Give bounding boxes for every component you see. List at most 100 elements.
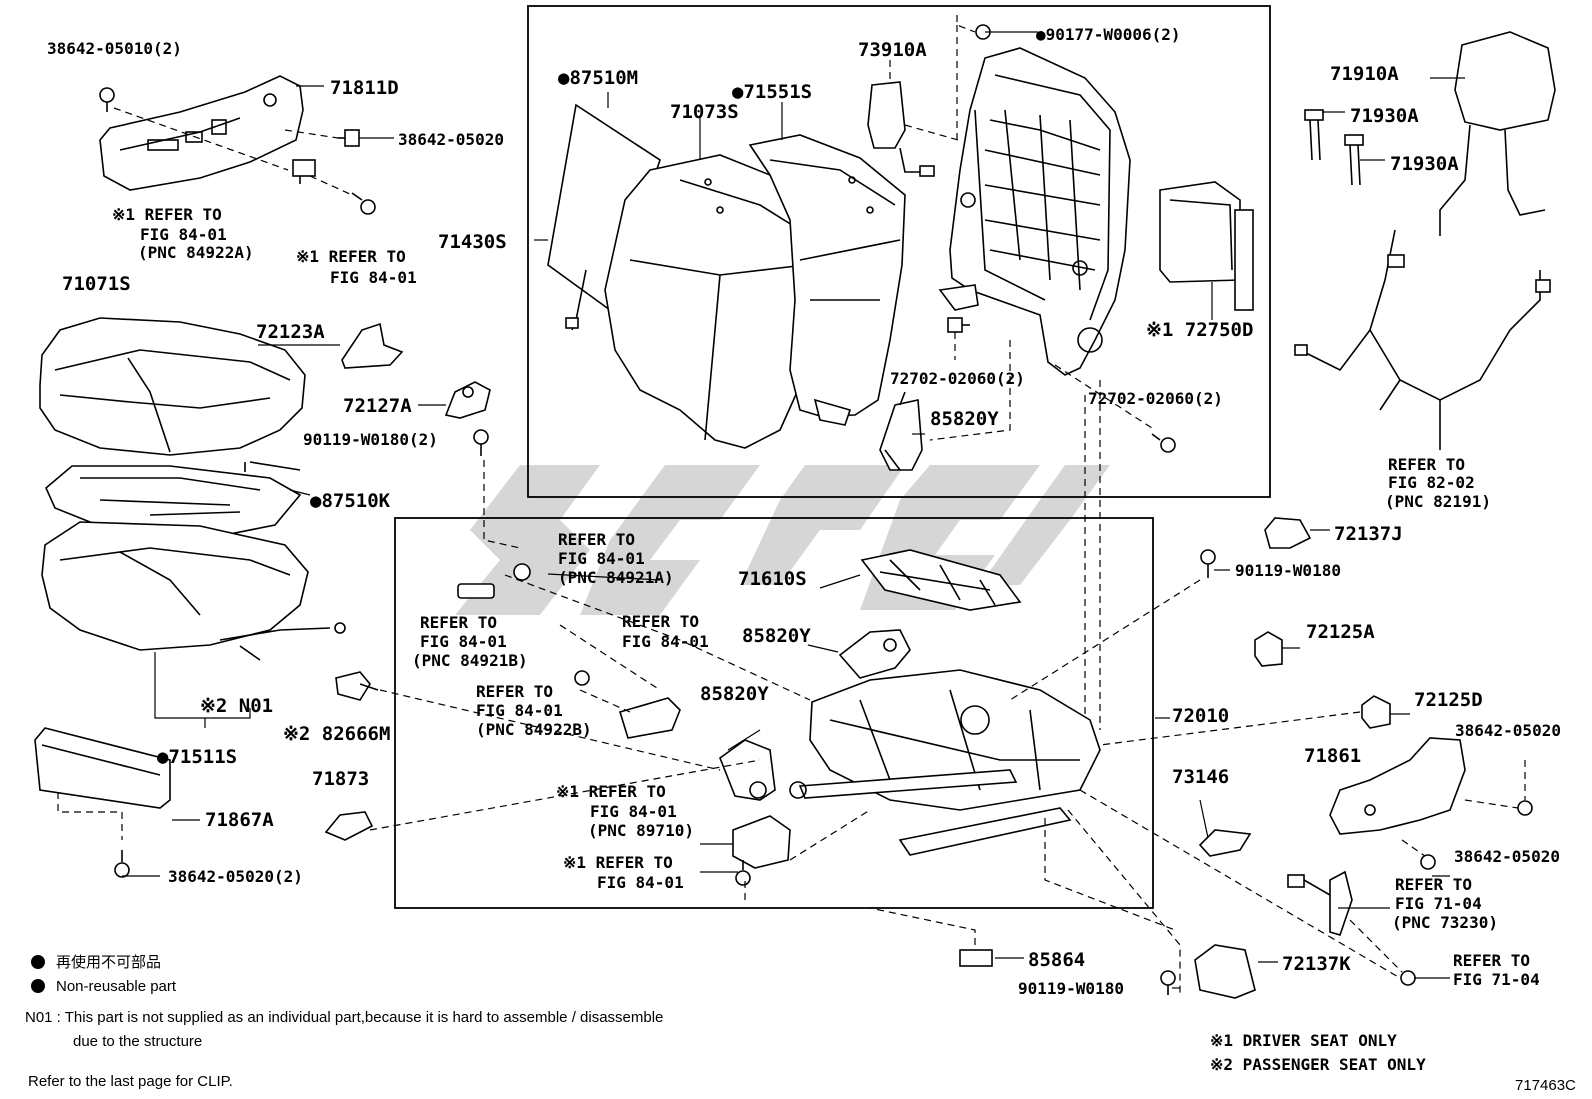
label-85820Y-a: 85820Y [930, 408, 999, 430]
label-ref-82-02-2: FIG 82-02 [1388, 473, 1475, 492]
switch-84921A [457, 563, 531, 599]
bracket-72125D [1361, 695, 1391, 729]
label-38642-05020-2: 38642-05020(2) [168, 867, 303, 886]
recliner-motor-85820Y [879, 391, 923, 471]
label-ref-89710-3: (PNC 89710) [588, 821, 694, 840]
switch-84922B [618, 697, 681, 739]
bolt-ref-84-01 [351, 192, 376, 215]
label-71930A-b: 71930A [1390, 153, 1459, 175]
label-71551S: ●71551S [732, 81, 812, 103]
label-ref-71-04-73230-2: FIG 71-04 [1395, 894, 1482, 913]
cover-72137K [1194, 944, 1256, 999]
seat-side-cover-71811D [99, 75, 304, 191]
label-72010: 72010 [1172, 705, 1229, 727]
label-ref-82-02-1: REFER TO [1388, 455, 1465, 474]
bracket-72137J [1264, 517, 1312, 549]
seat-track-group-box [394, 517, 1154, 909]
bolt-ref-84-01-b [574, 670, 590, 686]
label-72123A: 72123A [256, 321, 325, 343]
nut-ref-71-04 [1400, 970, 1416, 986]
clip-38642-05010 [99, 87, 115, 112]
seatback-group-box [527, 5, 1271, 498]
label-85820Y-b: 85820Y [742, 625, 811, 647]
label-87510K: ●87510K [310, 490, 391, 512]
label-90119-W0180-2: 90119-W0180(2) [303, 430, 438, 449]
figure-id: 717463C [1515, 1077, 1576, 1094]
clip-38642-05020-b [1517, 800, 1533, 816]
wire-harness-82191 [1294, 229, 1551, 450]
label-87510M: ●87510M [558, 67, 638, 89]
label-71873: 71873 [312, 768, 369, 790]
label-ref-84922A-2: FIG 84-01 [140, 225, 227, 244]
headrest-guide-71930A-a [1304, 109, 1324, 161]
label-38642-05010: 38642-05010(2) [47, 39, 182, 58]
part-labels: 38642-05010(2) 71811D 38642-05020 ※1 REF… [47, 25, 1561, 998]
legend-jp: 再使用不可部品 [56, 954, 161, 971]
label-38642-05020-b: 38642-05020 [1455, 721, 1561, 740]
bullet-icon [31, 955, 45, 969]
label-85820Y-c: 85820Y [700, 683, 769, 705]
bolt-72702-02060-b [1151, 433, 1176, 453]
label-82666M: ※2 82666M [283, 723, 390, 745]
label-ref-89710-1: ※1 REFER TO [556, 782, 666, 801]
label-90119-W0180-b: 90119-W0180 [1018, 979, 1124, 998]
label-90177-W0006: ●90177-W0006(2) [1036, 25, 1181, 44]
cover-73146 [1198, 829, 1252, 857]
seat-cushion-pad-71511S [41, 521, 346, 661]
label-72125D: 72125D [1414, 689, 1483, 711]
label-ref-84921A-3: (PNC 84921A) [558, 568, 674, 587]
lumbar-switch-73910A [867, 81, 935, 177]
bolt-ref-84-01-c [735, 860, 751, 886]
label-71910A: 71910A [1330, 63, 1399, 85]
label-72750D: ※1 72750D [1146, 319, 1253, 341]
bolt-72702-02060-a [947, 317, 970, 333]
label-ref-84922B-1: REFER TO [476, 682, 553, 701]
label-ref-84922B-3: (PNC 84922B) [476, 720, 592, 739]
front-cover-71867A [34, 727, 171, 809]
note-driver-seat: ※1 DRIVER SEAT ONLY [1210, 1031, 1397, 1050]
label-90119-W0180-a: 90119-W0180 [1235, 561, 1341, 580]
label-ref-84921B-1: REFER TO [420, 613, 497, 632]
side-cover-71861 [1329, 737, 1466, 835]
label-ref-89710-2: FIG 84-01 [590, 802, 677, 821]
label-ref-84-01-c-1: ※1 REFER TO [563, 853, 673, 872]
label-ref-84922A-3: (PNC 84922A) [138, 243, 254, 262]
label-ref-84-01-a-2: FIG 84-01 [330, 268, 417, 287]
switch-84922A [292, 159, 316, 184]
note-passenger-seat: ※2 PASSENGER SEAT ONLY [1210, 1055, 1426, 1074]
label-38642-05020-c: 38642-05020 [1454, 847, 1560, 866]
label-ref-84-01-a-1: ※1 REFER TO [296, 247, 406, 266]
label-ref-84921A-1: REFER TO [558, 530, 635, 549]
bolt-90119-W0180-2 [473, 429, 489, 456]
cushion-85864 [959, 949, 993, 967]
legend: 再使用不可部品 Non-reusable part N01 : This par… [25, 954, 1576, 1094]
label-71511S: ●71511S [157, 746, 237, 768]
label-72137K: 72137K [1282, 953, 1351, 975]
label-ref-84-01-c-2: FIG 84-01 [597, 873, 684, 892]
label-71930A-a: 71930A [1350, 105, 1419, 127]
clip-38642-05020-c [1420, 854, 1436, 870]
label-72125A: 72125A [1306, 621, 1375, 643]
seat-heater-87510K [45, 461, 302, 541]
label-ref-84-01-b-2: FIG 84-01 [622, 632, 709, 651]
label-73146: 73146 [1172, 766, 1229, 788]
bolt-90119-W0180-a [1200, 549, 1216, 578]
legend-en: Non-reusable part [56, 978, 177, 995]
clip-82666M [335, 671, 379, 701]
cover-72127A [444, 381, 491, 419]
label-ref-84922A-1: ※1 REFER TO [112, 205, 222, 224]
label-ref-71-04-73230-1: REFER TO [1395, 875, 1472, 894]
label-ref-84922B-2: FIG 84-01 [476, 701, 563, 720]
tilt-motor-85820Y-c [719, 739, 776, 801]
label-N01: ※2 N01 [200, 695, 273, 717]
label-71811D: 71811D [330, 77, 399, 99]
label-ref-84-01-b-1: REFER TO [622, 612, 699, 631]
label-71073S: 71073S [670, 101, 739, 123]
label-71610S: 71610S [738, 568, 807, 590]
label-71071S: 71071S [62, 273, 131, 295]
cover-71873 [324, 811, 374, 841]
clip-38642-05020-2 [114, 850, 130, 878]
seatback-pad-71551S [748, 134, 906, 426]
note-n01-line2: due to the structure [73, 1033, 202, 1050]
